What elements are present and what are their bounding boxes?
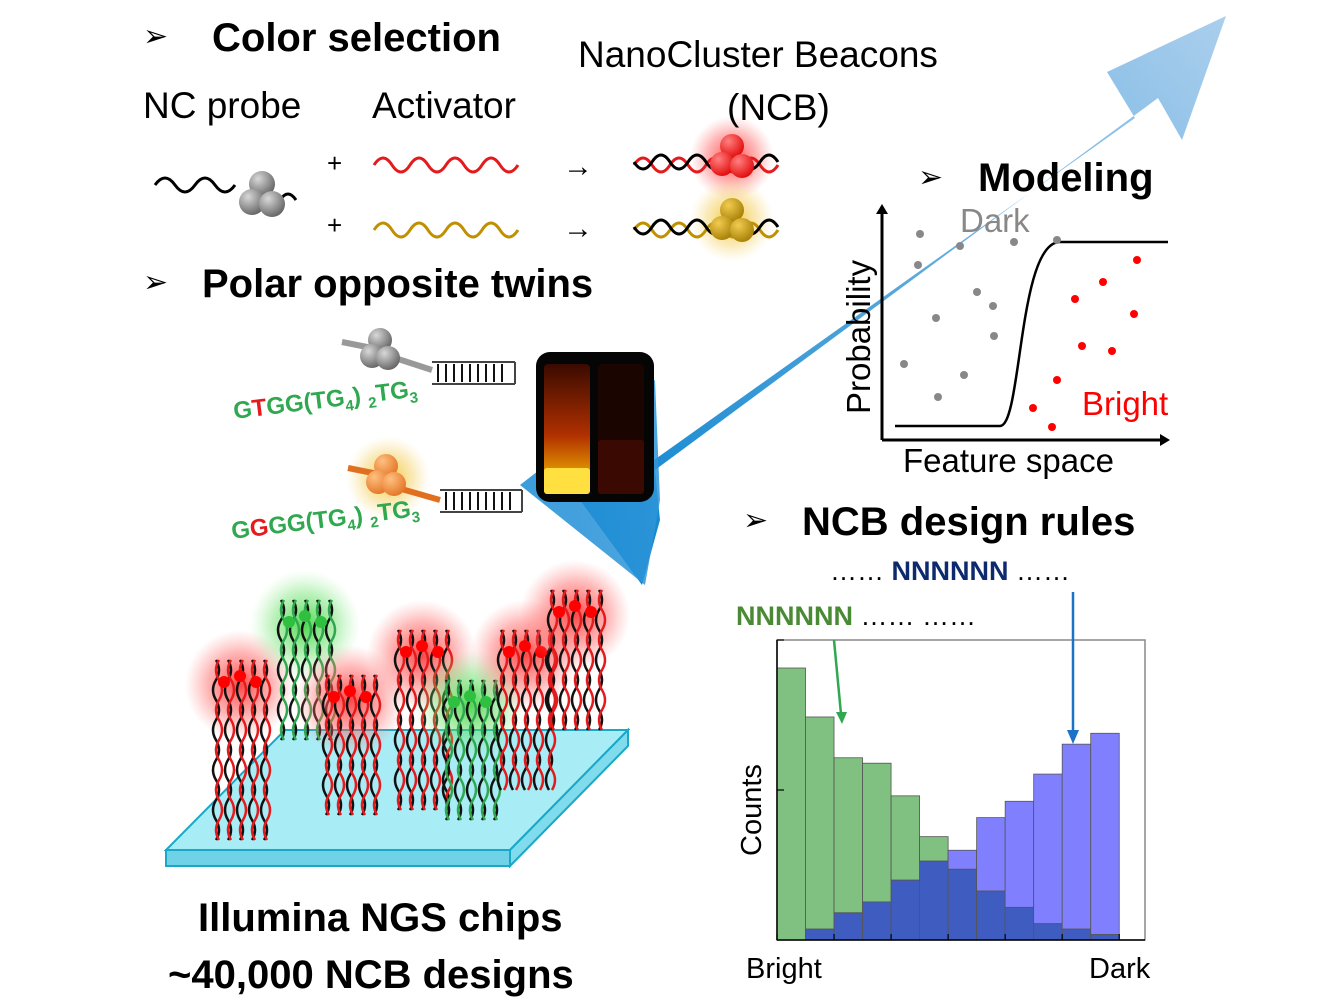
hist-bar: [1004, 800, 1035, 908]
model-plot: [876, 204, 1170, 446]
reaction-arrow: →: [563, 212, 593, 245]
ncb-red-icon: [632, 116, 780, 200]
hist-ylabel: Counts: [736, 764, 768, 856]
hist-bar-overlap: [805, 928, 835, 941]
hist-bar: [1061, 743, 1092, 930]
hist-bar-overlap: [833, 912, 863, 941]
hist-bar: [776, 667, 806, 941]
twin-probe-gray-icon: [341, 328, 516, 385]
caption-illumina-line2: ~40,000 NCB designs: [168, 953, 574, 997]
activator-gold-icon: [372, 221, 520, 239]
label-ncb-line1: NanoCluster Beacons: [578, 34, 938, 75]
hist-bar-overlap: [976, 890, 1006, 941]
label-activator: Activator: [372, 85, 516, 126]
dna-cluster: [520, 560, 630, 731]
plus-sign: +: [327, 148, 343, 178]
hist-xtick-dark: Dark: [1089, 953, 1151, 985]
motif-dark-row: …… NNNNNN ……: [830, 558, 1070, 585]
hist-bar: [833, 757, 863, 914]
ellipsis-text: ……: [1008, 556, 1071, 586]
model-ylabel: Probability: [840, 259, 877, 414]
label-ncb-line2: (NCB): [727, 87, 830, 128]
bullet-icon: ➢: [743, 504, 769, 537]
hist-bar: [919, 836, 949, 862]
bullet-icon: ➢: [143, 20, 169, 53]
hist-bar-overlap: [862, 901, 892, 941]
twin-probe-orange-icon: [346, 436, 523, 520]
chip-clusters: [185, 560, 630, 841]
hist-xtick-bright: Bright: [746, 953, 822, 985]
hist-bar-overlap: [919, 860, 949, 941]
hist-bar: [1090, 732, 1120, 935]
sequence-part: TG: [374, 376, 411, 408]
nc-probe-icon: [153, 171, 298, 217]
activator-red-icon: [372, 156, 520, 174]
label-bright: Bright: [1082, 385, 1169, 422]
hist-bar: [805, 716, 835, 930]
bright-motif-pointer: [832, 639, 843, 715]
hist-bar: [1033, 773, 1063, 925]
ellipsis-text: …… ……: [853, 601, 977, 631]
design-rules-histogram: [776, 592, 1146, 941]
ncb-gold-icon: [632, 178, 780, 262]
vial-photo: [536, 352, 654, 502]
hist-bar: [890, 795, 921, 881]
reaction-arrow: →: [563, 150, 593, 183]
motif-bright-row: NNNNNN …… ……: [736, 603, 976, 630]
ellipsis-text: ……: [830, 556, 892, 586]
heading-design-rules: NCB design rules: [802, 500, 1136, 544]
bullet-icon: ➢: [143, 266, 169, 299]
heading-color-selection: Color selection: [212, 16, 501, 60]
sequence-part: ): [351, 381, 370, 411]
hist-bar-overlap: [1061, 928, 1092, 941]
plus-sign: +: [327, 210, 343, 240]
sequence-part: TG: [376, 495, 413, 527]
label-nc-probe: NC probe: [143, 85, 302, 126]
hist-bar: [862, 762, 892, 903]
hist-bar-overlap: [890, 879, 921, 941]
model-xlabel: Feature space: [903, 442, 1114, 479]
label-dark: Dark: [960, 202, 1030, 239]
caption-illumina-line1: Illumina NGS chips: [198, 896, 563, 940]
heading-modeling: Modeling: [978, 156, 1154, 200]
motif-dark: NNNNNN: [891, 556, 1009, 586]
sequence-part: ): [353, 501, 372, 530]
hist-bar-overlap: [1033, 923, 1063, 941]
hist-bar: [947, 849, 978, 870]
motif-bright: NNNNNN: [736, 601, 853, 631]
hist-bar-overlap: [1090, 934, 1120, 941]
heading-polar-twins: Polar opposite twins: [202, 262, 594, 306]
bullet-icon: ➢: [918, 161, 944, 194]
hist-bar-overlap: [1004, 906, 1035, 941]
hist-bar: [976, 817, 1006, 892]
hist-bar-overlap: [947, 868, 978, 941]
